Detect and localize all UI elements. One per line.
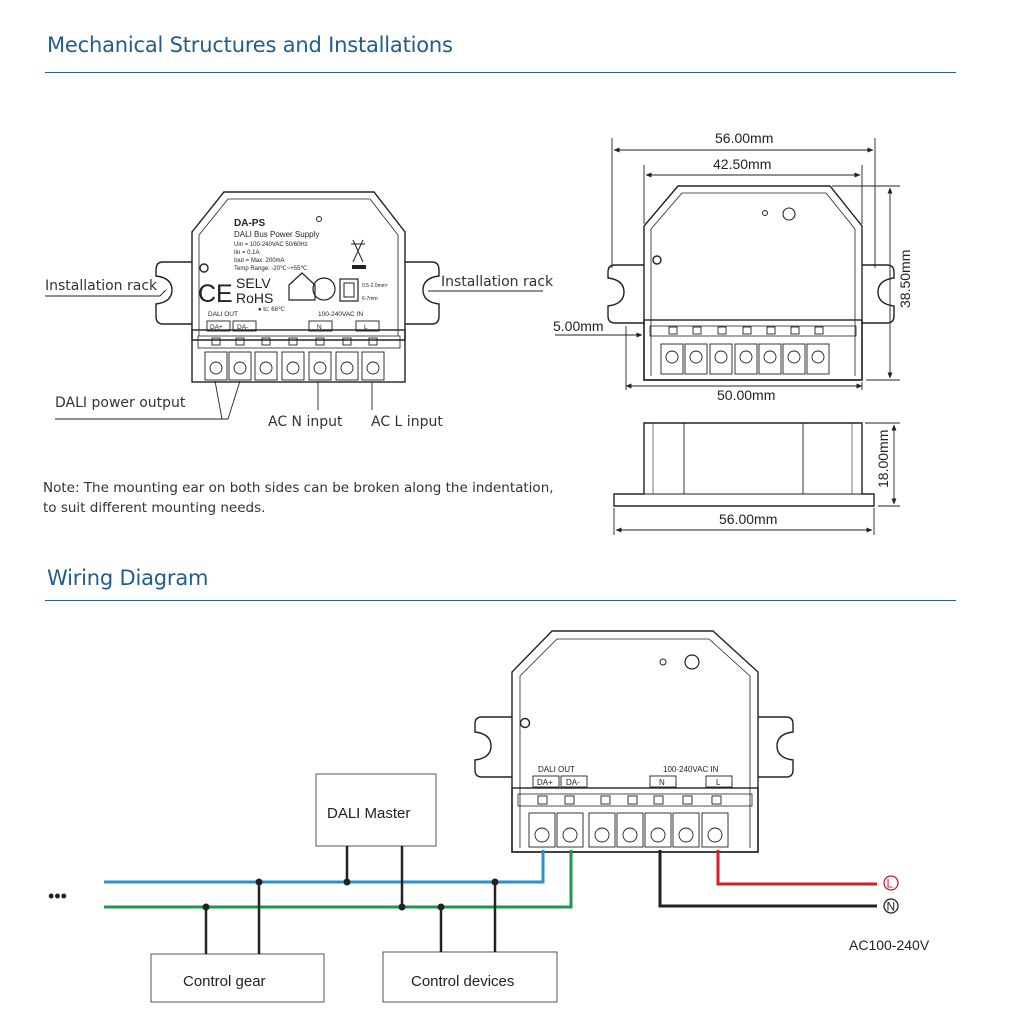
mounting-note: Note: The mounting ear on both sides can…: [43, 478, 554, 518]
live-symbol-label: L: [887, 877, 894, 891]
callout-ac-n-input: AC N input: [268, 414, 343, 430]
dimension-lines: [555, 138, 900, 390]
wiring-title-rule: [45, 600, 956, 601]
dim-depth: 18.00mm: [875, 430, 891, 488]
live-wire: [716, 850, 877, 886]
wiring-terminal-n: N: [659, 778, 665, 787]
callout-installation-rack-left: Installation rack: [45, 278, 158, 294]
neutral-symbol-label: N: [887, 900, 896, 914]
neutral-wire: [658, 850, 877, 908]
dim-height: 38.50mm: [897, 250, 913, 308]
terminal-l: L: [364, 324, 368, 331]
dali-bus-wire-da-minus: [104, 850, 573, 909]
weee-bar: [352, 265, 366, 269]
neutral-terminal-symbol: N: [883, 898, 899, 914]
wiring-ac-in-header: 100-240VAC IN: [663, 765, 719, 774]
wiring-device: [474, 630, 794, 853]
tc-rating: ● tc: 68℃: [258, 307, 285, 313]
mounting-ear-left: [155, 261, 192, 325]
dali-out-header: DALI OUT: [208, 311, 238, 318]
control-gear-label: Control gear: [183, 973, 266, 990]
wiring-terminal-l: L: [716, 778, 721, 787]
wiring-ear-right: [758, 716, 794, 778]
dim-width-body: 42.50mm: [713, 156, 771, 172]
class-ii-icon: [339, 278, 359, 302]
strip-length: 6-7mm: [362, 296, 378, 302]
bus-continuation-dots: •••: [48, 886, 67, 906]
callout-ac-l-input: AC L input: [371, 414, 443, 430]
dim-width-outer: 56.00mm: [715, 130, 773, 146]
callout-installation-rack-right: Installation rack: [441, 274, 554, 290]
note-line-2: to suit different mounting needs.: [43, 500, 266, 516]
terminal-da-minus: DA-: [237, 324, 248, 331]
live-terminal-symbol: L: [883, 875, 899, 891]
wire-size: 0.5-2.0mm²: [362, 283, 388, 289]
ac-supply-label: AC100-240V: [849, 937, 930, 953]
control-devices-label: Control devices: [411, 973, 514, 990]
indoor-use-icon: [288, 272, 316, 301]
spec-iout: Iout = Max. 200mA: [234, 258, 285, 264]
mechanical-title: Mechanical Structures and Installations: [47, 33, 453, 57]
mounting-ear-right: [405, 261, 440, 325]
bus-junctions: [202, 878, 499, 911]
ac-in-header: 100-240VAC IN: [318, 311, 363, 318]
device-dimension-view: [607, 185, 895, 381]
dali-master-box: [315, 773, 437, 847]
dali-master-label: DALI Master: [327, 805, 410, 822]
wiring-ear-left: [474, 716, 512, 778]
terminal-block: [191, 329, 406, 383]
mechanical-title-rule: [45, 72, 956, 73]
dim-ear-right: [862, 264, 895, 324]
wiring-terminal-da-minus: DA-: [566, 778, 580, 787]
device-side-view: [613, 422, 875, 507]
model-description: DALI Bus Power Supply: [234, 230, 319, 239]
dim-ear-left: [607, 264, 644, 324]
wiring-title: Wiring Diagram: [47, 566, 209, 590]
wiring-dali-out-header: DALI OUT: [538, 765, 575, 774]
terminal-da-plus: DA+: [210, 324, 223, 331]
dim-width-side: 56.00mm: [719, 511, 777, 527]
spec-uin: Uin = 100-240VAC 50/60Hz: [234, 242, 308, 248]
control-gear-box: [150, 953, 325, 1003]
note-line-1: Note: The mounting ear on both sides can…: [43, 480, 554, 496]
selv-mark: SELV: [236, 275, 271, 291]
model-name: DA-PS: [234, 218, 265, 229]
callout-dali-power-output: DALI power output: [55, 395, 186, 411]
dim-ear: 5.00mm: [553, 318, 604, 334]
device-front-view: [155, 191, 440, 383]
spec-iin: Iin = 0.1A: [234, 250, 260, 256]
spec-temp: Temp Range: -20℃~+55℃: [234, 266, 307, 272]
wiring-device-texts: DALI OUT 100-240VAC IN DA+ DA- N L: [537, 765, 721, 787]
ce-mark: CE: [198, 280, 233, 308]
dali-bus: [104, 850, 573, 909]
device-front-texts: DA-PS DALI Bus Power Supply Uin = 100-24…: [198, 218, 388, 331]
control-devices-box: [382, 951, 558, 1003]
weee-bin-icon: [351, 239, 365, 263]
double-insulation-icon: [312, 277, 336, 301]
dim-width-base: 50.00mm: [717, 387, 775, 403]
terminal-n: N: [317, 324, 322, 331]
drop-wires: [204, 846, 497, 954]
callout-leaders: [45, 289, 543, 420]
rohs-mark: RoHS: [236, 290, 273, 306]
wiring-terminal-da-plus: DA+: [537, 778, 553, 787]
dimension-texts: 56.00mm 42.50mm 5.00mm 50.00mm 38.50mm 1…: [553, 130, 913, 527]
dali-bus-wire-da-plus: [104, 850, 545, 884]
